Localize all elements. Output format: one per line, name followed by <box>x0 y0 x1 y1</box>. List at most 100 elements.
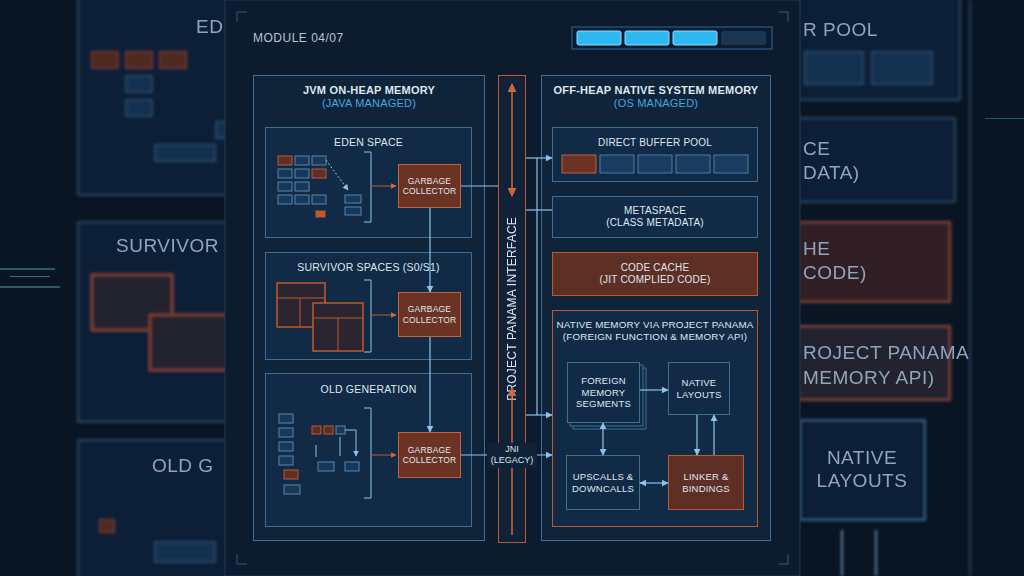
heap-cell <box>336 426 345 434</box>
survivor-divider <box>313 318 363 351</box>
connector <box>640 482 668 483</box>
promotion-arrow <box>316 430 356 457</box>
heap-cell <box>316 211 325 217</box>
buffer-slot <box>714 155 748 173</box>
module-number: MODULE 04/07 <box>253 31 344 45</box>
bus-line <box>536 158 537 415</box>
node-subtitle: (JAVA MANAGED) <box>322 97 416 110</box>
node-title: NATIVE MEMORY VIA PROJECT PANAMA <box>556 319 753 331</box>
gc-box: GARBAGE COLLECTOR <box>398 164 461 208</box>
node-title: OLD GENERATION <box>321 383 417 396</box>
bracket <box>364 408 371 498</box>
memory-area: CODE CACHE(JIT COMPLIED CODE) <box>552 252 758 296</box>
heap-cell <box>295 195 309 204</box>
backdrop-panel <box>790 222 950 302</box>
node-title: CODE CACHE <box>621 262 690 274</box>
backdrop-text: CODE) <box>803 262 867 284</box>
heap-cell <box>324 426 333 434</box>
heap-cell <box>312 195 326 204</box>
gc-box: GARBAGE COLLECTOR <box>398 432 461 478</box>
backdrop-arrow <box>842 530 876 576</box>
heap-cell <box>345 462 359 471</box>
heap-cell <box>284 470 298 479</box>
progress-segment-done <box>577 31 621 45</box>
backdrop-text: DATA) <box>803 162 860 184</box>
api-component: FOREIGN MEMORY SEGMENTS <box>567 362 640 423</box>
heap-space: OLD GENERATION GARBAGE COLLECTOR <box>265 373 472 527</box>
node-title: UPSCALLS & DOWNCALLS <box>567 471 639 494</box>
blurred-backdrop <box>78 0 970 576</box>
heap-cell <box>284 485 300 494</box>
heap-cell <box>295 169 309 178</box>
heap-cell <box>279 414 293 423</box>
node-title: FOREIGN MEMORY SEGMENTS <box>568 375 639 410</box>
heap-cell <box>312 169 326 178</box>
node-subtitle: (OS MANAGED) <box>614 97 698 110</box>
node-title: GARBAGE COLLECTOR <box>399 304 460 325</box>
node-title: EDEN SPACE <box>334 136 403 149</box>
progress-segment-todo <box>721 31 766 45</box>
backdrop-text: ED <box>196 16 223 38</box>
heap-cell <box>279 456 293 465</box>
node-title: GARBAGE COLLECTOR <box>399 445 460 466</box>
heap-cell <box>312 426 321 434</box>
survivor-illustration <box>277 280 396 352</box>
heap-cell <box>318 462 334 471</box>
node-title: SURVIVOR SPACES (S0/S1) <box>297 261 440 274</box>
backdrop-panel <box>78 222 238 422</box>
node-title: JVM ON-HEAP MEMORY <box>303 84 435 97</box>
backdrop-text: NATIVE LAYOUTS <box>802 447 922 493</box>
leader-arrow <box>371 186 396 187</box>
bracket <box>364 280 371 352</box>
node-title: LINKER & BINDINGS <box>669 471 743 494</box>
heap-cell <box>312 156 326 165</box>
api-component: UPSCALLS & DOWNCALLS <box>566 455 640 510</box>
stacked-card-edge <box>570 365 646 429</box>
heap-cell <box>345 195 361 203</box>
backdrop-block <box>150 315 230 370</box>
heap-cell <box>279 428 293 437</box>
backdrop-cell <box>100 520 114 532</box>
gc-box: GARBAGE COLLECTOR <box>398 292 461 337</box>
memory-area: METASPACE(CLASS METADATA) <box>552 196 758 238</box>
allocation-arrow <box>326 160 348 190</box>
backdrop-text: R POOL <box>803 19 878 41</box>
node-subtitle: (JIT COMPLIED CODE) <box>600 274 711 286</box>
backdrop-line <box>969 0 971 576</box>
progress-segment-done <box>673 31 717 45</box>
corner-mark <box>237 12 788 564</box>
glitch-line <box>0 268 55 270</box>
node-title: GARBAGE COLLECTOR <box>399 176 460 197</box>
connector <box>429 337 430 432</box>
connector <box>526 157 552 158</box>
backdrop-text: CE <box>803 138 830 160</box>
glitch-line <box>0 286 60 288</box>
backdrop-cell <box>872 52 932 84</box>
buffer-slot <box>638 155 672 173</box>
edge-label: JNI (LEGACY) <box>487 443 537 468</box>
node-title: OFF-HEAP NATIVE SYSTEM MEMORY <box>554 84 759 97</box>
survivor-block <box>313 303 363 351</box>
connector <box>602 423 603 455</box>
buffer-slots <box>562 155 748 173</box>
backdrop-cell <box>126 76 152 92</box>
backdrop-text: ROJECT PANAMA <box>803 342 969 364</box>
backdrop-cell <box>126 100 152 116</box>
memory-region: OFF-HEAP NATIVE SYSTEM MEMORY(OS MANAGED… <box>541 75 771 541</box>
buffer-slot <box>676 155 710 173</box>
backdrop-text: OLD G <box>152 455 214 477</box>
api-component: NATIVE LAYOUTS <box>668 362 730 415</box>
backdrop-text: HE <box>803 238 830 260</box>
buffer-slot <box>600 155 634 173</box>
connector <box>526 414 552 415</box>
connector <box>429 208 430 292</box>
heap-cell <box>295 156 309 165</box>
backdrop-cell <box>805 52 863 84</box>
node-title: METASPACE <box>624 205 686 217</box>
api-component: LINKER & BINDINGS <box>668 455 744 510</box>
old-generation-illustration <box>279 408 396 498</box>
backdrop-cell <box>160 52 186 68</box>
heap-cell <box>279 442 293 451</box>
heap-cell <box>345 207 361 215</box>
backdrop-panel <box>790 0 960 100</box>
